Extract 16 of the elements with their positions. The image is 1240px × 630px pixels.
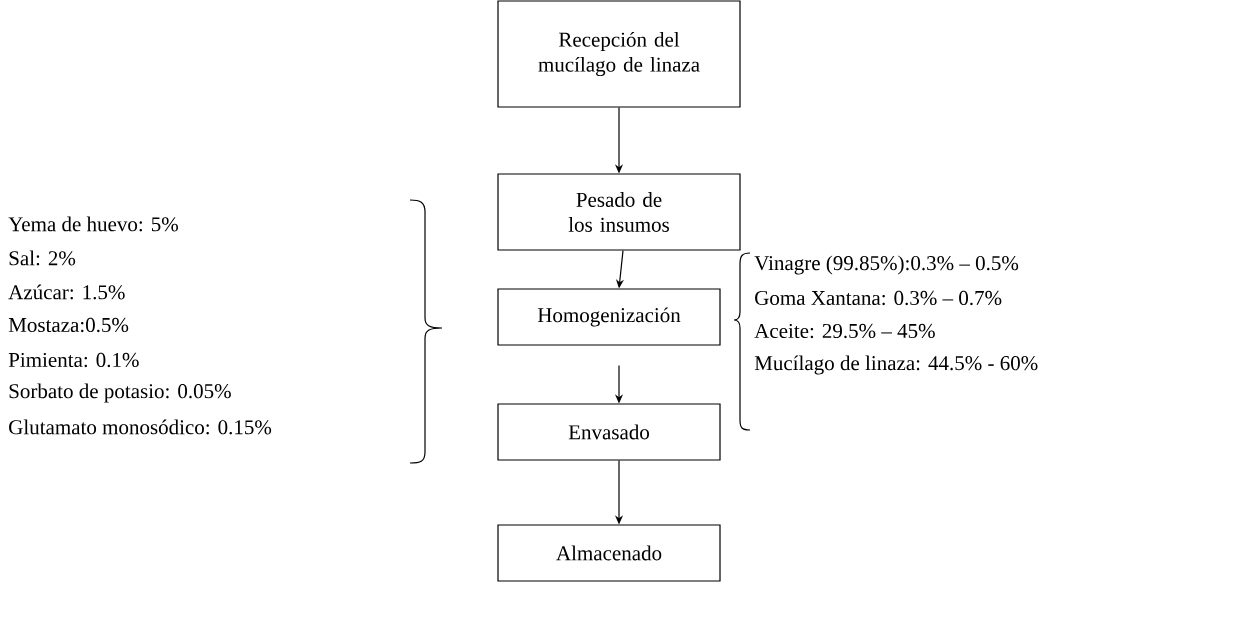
ingredient-text: Mostaza:0.5% xyxy=(8,317,129,333)
process-box: Pesado de los insumos xyxy=(497,173,741,251)
ingredient-text: Sal: 2% xyxy=(9,250,76,266)
ingredient-text: Yema de huevo: 5% xyxy=(8,216,178,232)
ingredient-text: Sorbato de potasio: 0.05% xyxy=(9,383,231,403)
ingredient-text: Goma Xantana: 0.3% – 0.7% xyxy=(755,290,1002,306)
process-box: Envasado xyxy=(497,403,721,461)
process-box: Homogenización xyxy=(497,288,721,346)
process-box: Almacenado xyxy=(497,524,721,582)
ingredient-text: Vinagre (99.85%):0.3% – 0.5% xyxy=(754,255,1019,275)
process-box: Recepción del mucílago de linaza xyxy=(497,0,741,108)
ingredient-text: Aceite: 29.5% – 45% xyxy=(754,323,935,339)
ingredient-text: Glutamato monosódico: 0.15% xyxy=(9,419,272,435)
ingredient-text: Azúcar: 1.5% xyxy=(8,284,125,300)
ingredient-text: Pimienta: 0.1% xyxy=(8,352,139,368)
ingredient-text: Mucílago de linaza: 44.5% - 60% xyxy=(754,355,1038,375)
